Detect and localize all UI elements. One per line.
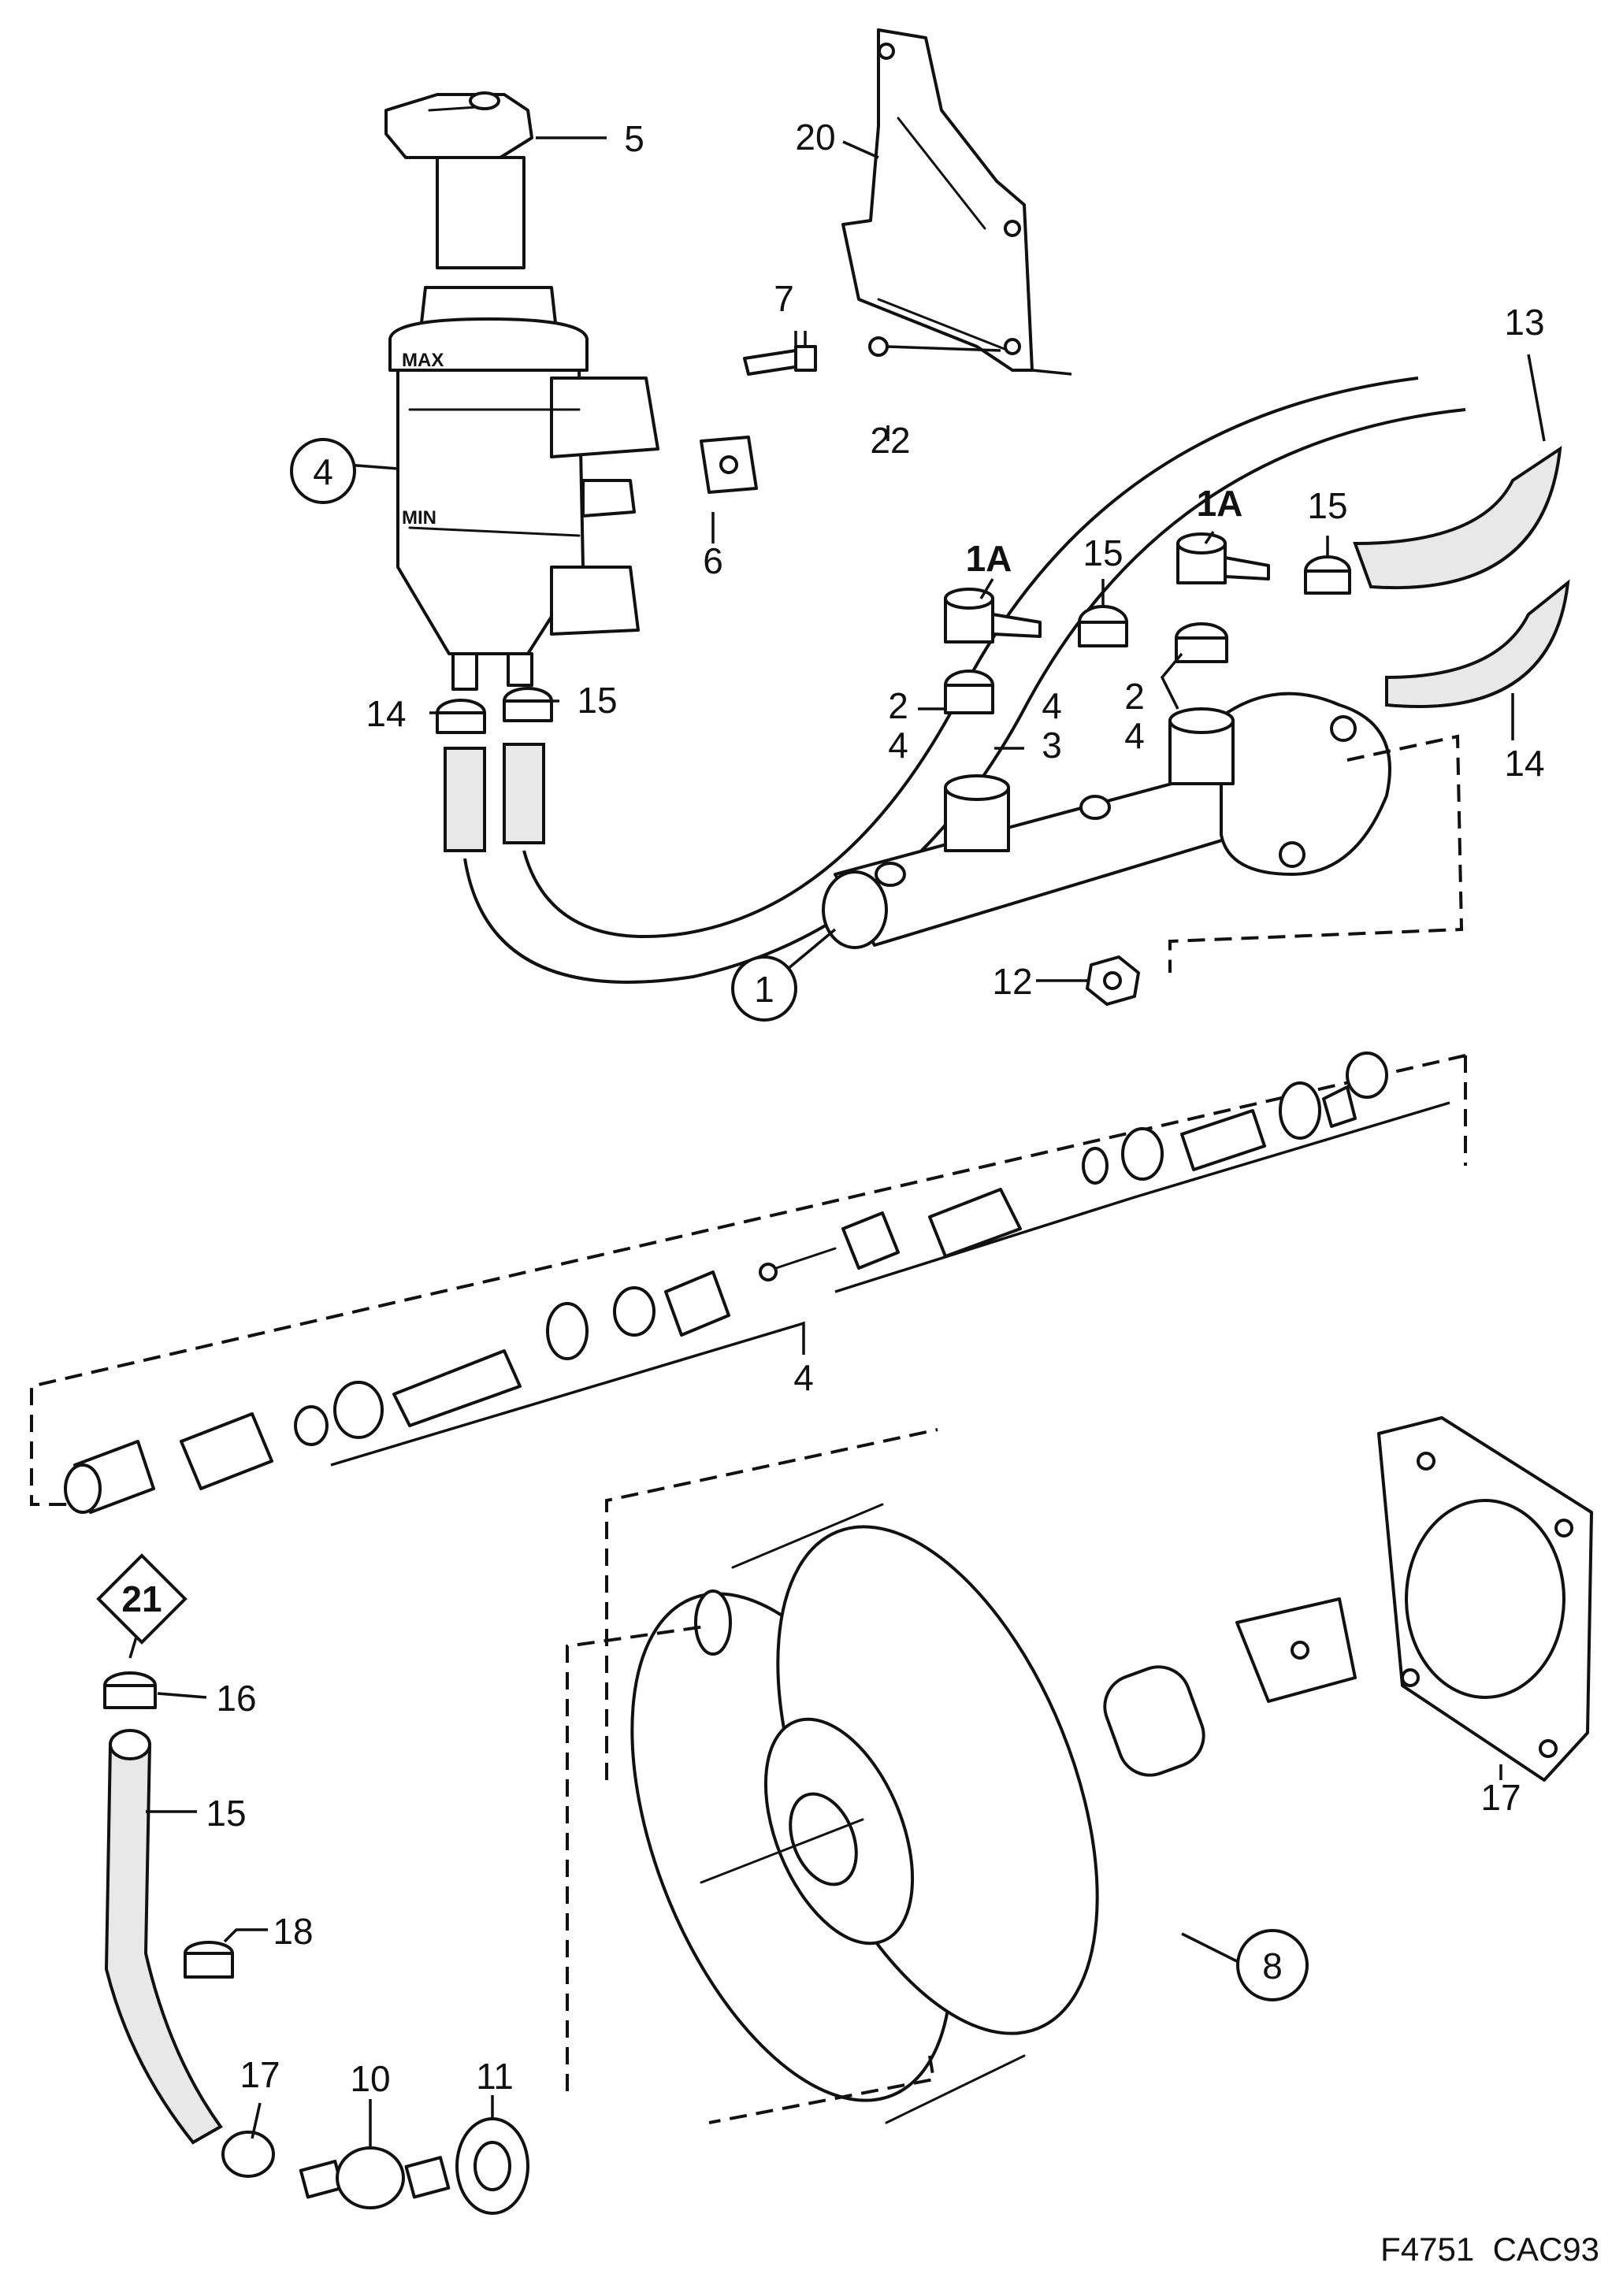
callout-15-top-b: 15 [1307,485,1347,526]
brake-booster-10 [630,1503,1357,2124]
hoses-14 [1353,445,1570,709]
callout-4-c: 4 [1124,715,1145,756]
clip-19 [184,1941,234,1979]
gasket-18 [1377,1416,1593,1782]
grommet-12 [455,2117,529,2215]
callout-21: 20 [795,117,835,158]
clip-15-top-a [1078,605,1128,647]
master-cylinder-1 [822,692,1391,949]
reservoir-max-marking: MAX [402,350,444,371]
bolt-8 [743,331,817,376]
callout-13: 12 [992,961,1032,1002]
figure-reference-code: F4751 CAC93 [1380,2231,1599,2268]
callout-5: 4 [313,451,333,492]
nut-13 [1086,955,1140,1006]
vacuum-hose-16 [104,1729,223,2145]
callout-2-right: 2 [1124,676,1145,717]
screw-22 [868,336,1001,357]
callout-17-bottom: 17 [240,2054,280,2095]
callout-20: 21 [121,1578,162,1619]
callout-10-circle [1236,1929,1309,2001]
mounting-dash-line [1168,734,1464,973]
reservoir-cap-6 [384,91,533,269]
callout-18: 17 [1480,1777,1521,1818]
booster-mount-bracket [605,1428,938,2124]
clip-17-bottom [221,2131,275,2178]
callout-labels: 1 4 8 21 1A 1A 2 2 3 4 4 4 4 5 6 7 10 11… [96,117,1545,2099]
callout-15-mid: 15 [577,680,617,721]
callout-16: 15 [206,1793,246,1834]
callout-4-d: 4 [793,1357,814,1398]
reservoir-min-marking: MIN [402,507,436,529]
callout-3: 3 [1042,725,1062,766]
callout-4-b: 4 [1042,685,1062,726]
piston-assembly-parts [64,1052,1450,1514]
callout-12: 11 [476,2056,514,2097]
callout-4-a: 4 [888,725,908,766]
callout-1A-left: 1A [966,538,1012,579]
callout-20-diamond [96,1553,188,1645]
clip-17-top [103,1671,157,1709]
clip-15-top-b [1304,555,1351,595]
fitting-1A-left [944,588,1042,714]
callout-7: 6 [703,540,723,581]
callout-8: 7 [774,278,794,319]
callout-1: 1 [754,969,774,1010]
bracket-21 [841,28,1072,376]
callout-5-circle [290,438,356,504]
callout-11: 10 [350,2058,390,2099]
callout-6: 5 [624,118,644,159]
callout-10: 8 [1262,1945,1283,1986]
clip-15-left [436,699,486,734]
callout-14-top: 13 [1504,302,1544,343]
clip-15-mid [503,687,553,722]
callout-15-left: 14 [366,693,406,734]
check-valve-11 [299,2146,451,2209]
fluid-reservoir-5 [388,286,659,691]
callout-19: 18 [273,1911,313,1952]
piston-assembly-bracket [30,1054,1467,1506]
callout-22: 22 [870,420,910,461]
leader-lines [128,136,1546,2146]
fitting-1A-right [1175,532,1270,663]
callout-2-left: 2 [888,685,908,726]
callout-15-top-a: 15 [1083,532,1123,573]
callout-1A-right: 1A [1197,483,1243,524]
reservoir-supply-hoses [444,376,1466,984]
clip-nut-7 [700,436,758,494]
callout-17-top: 16 [216,1678,256,1719]
callout-14-bottom: 14 [1504,743,1544,784]
callout-1-circle [731,955,797,1022]
hose-grommet-dash [566,1625,706,2091]
